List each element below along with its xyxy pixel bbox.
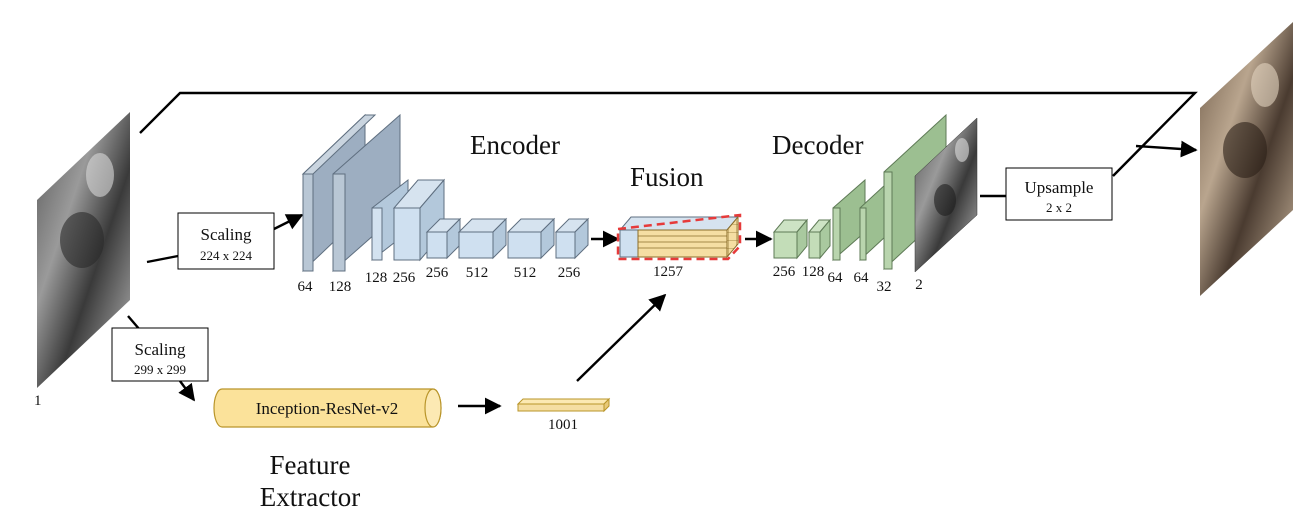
fusion-block bbox=[616, 213, 742, 261]
scaling-224-box: Scaling 224 x 224 bbox=[177, 212, 275, 270]
decoder-label-5: 32 bbox=[877, 279, 892, 295]
encoder-label-7: 512 bbox=[514, 265, 537, 281]
feature-vector-block bbox=[516, 397, 611, 413]
inception-resnet-block: Inception-ResNet-v2 bbox=[213, 388, 442, 428]
decoder-title: Decoder bbox=[772, 130, 863, 160]
decoder-block-1 bbox=[772, 218, 809, 260]
scaling-to-encoder-arrow bbox=[273, 213, 304, 231]
encoder-block-5 bbox=[425, 217, 462, 260]
encoder-blocks bbox=[301, 113, 590, 273]
feature-vector-label: 1001 bbox=[548, 417, 578, 433]
encoder-label-1: 64 bbox=[298, 279, 314, 295]
scaling-299-title: Scaling bbox=[135, 340, 186, 359]
input-to-scaling-line bbox=[146, 254, 179, 264]
upsample-size: 2 x 2 bbox=[1046, 200, 1072, 215]
feature-extractor-title-line2: Extractor bbox=[260, 482, 360, 512]
encoder-title: Encoder bbox=[470, 130, 560, 160]
encoder-label-4: 256 bbox=[393, 270, 416, 286]
encoder-label-2: 128 bbox=[329, 279, 352, 295]
feature-extractor-title-line1: Feature bbox=[270, 450, 351, 480]
decoder-label-3: 64 bbox=[828, 270, 844, 286]
scaling-299-size: 299 x 299 bbox=[134, 362, 186, 377]
output-image bbox=[1200, 22, 1293, 296]
encoder-label-5: 256 bbox=[426, 265, 449, 281]
decoder-output-image bbox=[914, 117, 978, 273]
encoder-label-6: 512 bbox=[466, 265, 489, 281]
encoder-block-6 bbox=[457, 217, 508, 260]
inception-label: Inception-ResNet-v2 bbox=[256, 399, 399, 418]
decoder-label-2: 128 bbox=[802, 264, 825, 280]
encoder-label-8: 256 bbox=[558, 265, 581, 281]
decoder-label-4: 64 bbox=[854, 270, 870, 286]
encoder-block-8 bbox=[554, 217, 590, 260]
decoder-block-2 bbox=[807, 218, 832, 260]
input-image-label: 1 bbox=[34, 393, 42, 409]
decoder-label-6: 2 bbox=[915, 277, 923, 293]
encoder-label-3: 128 bbox=[365, 270, 388, 286]
vector-to-fusion-arrow bbox=[576, 293, 667, 382]
encoder-block-2 bbox=[332, 113, 401, 273]
scaling-224-size: 224 x 224 bbox=[200, 248, 253, 263]
upsample-title: Upsample bbox=[1025, 178, 1094, 197]
encoder-block-3 bbox=[371, 178, 409, 262]
scaling-224-title: Scaling bbox=[201, 225, 252, 244]
scaling-to-inception-arrow bbox=[178, 380, 195, 402]
input-image: 1 bbox=[34, 112, 130, 409]
scaling-299-box: Scaling 299 x 299 bbox=[111, 327, 209, 382]
skip-connection-line bbox=[139, 91, 1198, 177]
encoder-block-4 bbox=[392, 178, 446, 262]
encoder-block-7 bbox=[506, 217, 556, 260]
fusion-label: 1257 bbox=[653, 264, 684, 280]
upsample-to-output-arrow bbox=[1135, 140, 1198, 158]
decoder-block-3 bbox=[832, 178, 866, 262]
fusion-title: Fusion bbox=[630, 162, 704, 192]
upsample-box: Upsample 2 x 2 bbox=[1005, 167, 1113, 221]
decoder-label-1: 256 bbox=[773, 264, 796, 280]
decoder-block-4 bbox=[859, 182, 887, 262]
